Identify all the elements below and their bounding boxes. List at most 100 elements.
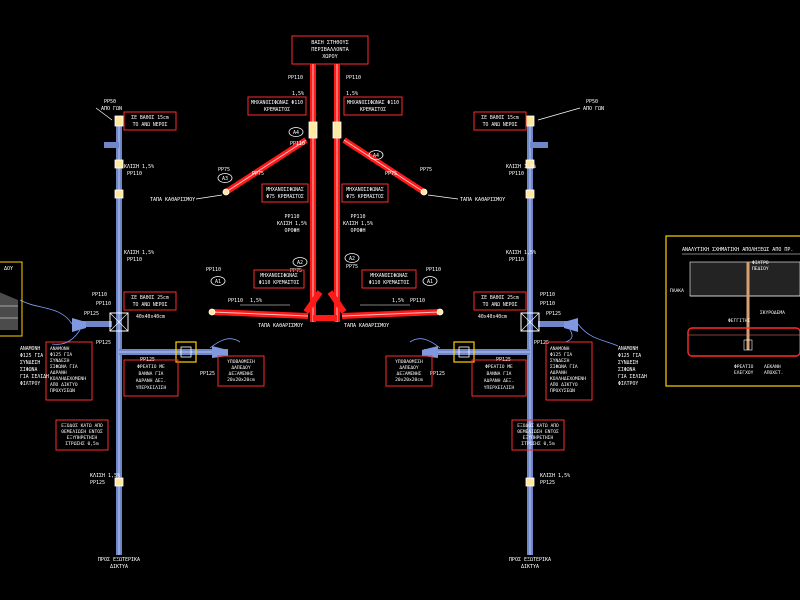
top-label-line-2: ΠΕΡΙΒΑΛΛΟΝΤΑ: [311, 47, 349, 53]
right-pp125-d: PP125: [430, 371, 445, 377]
left-collector-1: ΥΠΟΒΑΘΜΙΣΗ: [227, 359, 255, 365]
left-pp125-a: PP125: [84, 311, 99, 317]
pp75-a2-left: PP75: [290, 268, 302, 274]
left-slope1-1: ΚΛΙΣΗ 1,5%: [124, 164, 154, 170]
right-slope3-1: ΚΛΙΣΗ 1,5%: [540, 473, 570, 479]
right-rain-3: ΑΔΡΑΝΗ ΔΕΞ.: [484, 378, 514, 384]
center-pp75-left-2: PP75: [252, 171, 264, 177]
right-pp-top-2: ΑΠΟ ΓΩΝ: [583, 106, 604, 112]
center-pp75-left: PP75: [218, 167, 230, 173]
marker-a1-right: A1: [427, 279, 433, 285]
right-depth-mid-1: ΣΕ ΒΑΘΟΣ 25cm: [481, 295, 519, 301]
tapa-upper-left: ΤΑΠΑ ΚΑΘΑΡΙΣΜΟΥ: [150, 197, 195, 203]
left-conn-2: Φ125 ΓΙΑ: [50, 352, 72, 358]
pp110-lower-left-2: ΚΛΙΣΗ 1,5%: [277, 221, 307, 227]
left-conn-b-1: ΑΝΑΜΟΝΗ: [20, 346, 40, 352]
left-depth-mid-2: ΤΟ ΑΝΩ ΝΕΡΟΣ: [133, 302, 168, 308]
left-slope2-1: ΚΛΙΣΗ 1,5%: [124, 250, 154, 256]
right-conn-6: ΚΟΛΛΗΔΕΧΟΜΕΝΗ: [550, 376, 586, 382]
detail-panel: ΑΝΑΛΥΤΙΚΗ ΣΧΗΜΑΤΙΚΗ ΑΠΟΛΗΞΕΩΣ ΑΠΟ ΠΡ. ΦΙ…: [665, 235, 800, 387]
mech-low-right-1: ΜΗΧΑΝΟΣΙΦΩΝΑΣ: [370, 273, 408, 279]
detail-label-right: ΦΕΓΓΙΤΗΣ: [728, 318, 750, 324]
pp110-a1-left: PP110: [206, 267, 221, 273]
top-label-line-3: ΧΩΡΟΥ: [322, 54, 338, 60]
detail-label-bottom-right-2: ΑΠΟΧΕΤ.: [764, 370, 783, 376]
pp110-lower-left-3: ΟΡΟΦΗ: [284, 228, 299, 234]
mech-low-right-2: Φ110 ΚΡΕΜΑΣΤΟΣ: [369, 280, 410, 286]
mech-right-line-1: ΜΗΧΑΝΟΣΙΦΩΝΑΣ Φ110: [347, 100, 399, 106]
pp110-lower-right-1: PP110: [350, 214, 365, 220]
left-rain-3: ΑΔΡΑΝΗ ΔΕΞ.: [136, 378, 166, 384]
far-left-label: ΔΟΥ: [4, 266, 13, 272]
right-pp-top-1: PP50: [586, 99, 598, 105]
left-depth-top-1: ΣΕ ΒΑΘΟΣ 15cm: [131, 115, 169, 121]
left-depth-top-2: ΤΟ ΑΝΩ ΝΕΡΟΣ: [133, 122, 168, 128]
center-slope-right: 1,5%: [346, 91, 358, 97]
far-left-detail: ΔΟΥ: [0, 261, 23, 337]
mech75-right-line-1: ΜΗΧΑΝΟΣΙΦΩΝΑΣ: [346, 187, 384, 193]
right-conn-4: ΣΙΦΩΝΑ ΓΙΑ: [550, 364, 578, 370]
pp75-a2-right: PP75: [346, 264, 358, 270]
left-conn-7: ΑΠΟ ΔΙΚΤΥΟ: [50, 382, 78, 388]
left-bottom-1: ΠΡΟΣ ΕΞΩΤΕΡΙΚΑ: [98, 557, 140, 563]
left-conn-3: ΣΥΝΔΕΣΗ: [50, 358, 70, 364]
left-conn-6: ΚΟΛΛΗΔΕΧΟΜΕΝΗ: [50, 376, 86, 382]
detail-title: ΑΝΑΛΥΤΙΚΗ ΣΧΗΜΑΤΙΚΗ ΑΠΟΛΗΞΕΩΣ ΑΠΟ ΠΡ.: [682, 247, 793, 253]
left-exit-3: ΕΞΥΠΗΡΕΤΗΣΗ: [67, 435, 98, 441]
left-conn-b-3: ΣΥΝΔΕΣΗ: [20, 360, 40, 366]
detail-label-bottom-left-2: ΕΛΕΓΧΟΥ: [734, 370, 754, 376]
left-conn-8: ΠΡΟΧΥΣΕΩΝ: [50, 388, 75, 394]
right-conn-5: ΑΔΡΑΝΗ: [550, 370, 567, 376]
tapa-lower-left: ΤΑΠΑ ΚΑΘΑΡΙΣΜΟΥ: [258, 323, 303, 329]
left-pp-top-2: ΑΠΟ ΓΩΝ: [101, 106, 122, 112]
right-conn2-3: ΣΥΝΔΕΣΗ: [618, 360, 638, 366]
top-label-line-1: ΒΑΣΗ ΣΤΗΘΟΥΣ: [311, 40, 348, 46]
right-depth-mid-2: ΤΟ ΑΝΩ ΝΕΡΟΣ: [483, 302, 518, 308]
central-red-risers: [208, 64, 444, 322]
pp110-low-right: PP110: [410, 298, 425, 304]
right-slope1-1: ΚΛΙΣΗ 1,5%: [506, 164, 536, 170]
right-conn2-5: ΓΙΑ ΣΕΛΙΔΗ: [618, 374, 647, 380]
left-conn-5: ΑΔΡΑΝΗ: [50, 370, 67, 376]
left-depth-mid-1: ΣΕ ΒΑΘΟΣ 25cm: [131, 295, 169, 301]
left-rain-2: ΒΑΝΝΑ ΓΙΑ: [139, 371, 164, 377]
pp110-low-left: PP110: [228, 298, 243, 304]
right-collector-3: ΔΕΞΑΜΕΝΗΣ: [397, 371, 422, 377]
mech75-left-line-2: Φ75 ΚΡΕΜΑΣΤΟΣ: [266, 194, 304, 200]
marker-a4-left: A4: [293, 130, 299, 136]
left-rain-4: ΥΠΕΡΧΕΙΛΙΣΗ: [136, 385, 167, 391]
left-conn-b-2: Φ125 ΓΙΑ: [20, 353, 43, 359]
left-slope3-1: ΚΛΙΣΗ 1,5%: [90, 473, 120, 479]
left-riser-labels: PP50 ΑΠΟ ΓΩΝ ΣΕ ΒΑΘΟΣ 15cm ΤΟ ΑΝΩ ΝΕΡΟΣ …: [19, 99, 265, 570]
right-collector-2: ΔΑΠΕΔΟΥ: [399, 365, 419, 371]
left-conn-b-6: ΦΙΛΤΡΟΥ: [20, 381, 40, 387]
left-exit-4: ΣΤΡΩΣΗΣ 0,5m: [65, 441, 98, 447]
right-collector-1: ΥΠΟΒΑΘΜΙΣΗ: [395, 359, 423, 365]
pp110-a1-right: PP110: [426, 267, 441, 273]
center-labels: PP110 PP110 1,5% 1,5% ΜΗΧΑΝΟΣΙΦΩΝΑΣ Φ110…: [150, 75, 505, 329]
left-riser: [72, 115, 228, 555]
detail-label-bottom-left-1: ΦΡΕΑΤΙΟ: [734, 364, 754, 370]
right-conn-3: ΣΥΝΔΕΣΗ: [550, 358, 570, 364]
right-slope2-1: ΚΛΙΣΗ 1,5%: [506, 250, 536, 256]
right-slope1-2: PP110: [509, 171, 524, 177]
mech-low-left-1: ΜΗΧΑΝΟΣΙΦΩΝΑΣ: [260, 273, 298, 279]
right-bottom-2: ΔΙΚΤΥΑ: [521, 564, 539, 570]
right-depth-top-2: ΤΟ ΑΝΩ ΝΕΡΟΣ: [483, 122, 518, 128]
center-pp110-left: PP110: [288, 75, 303, 81]
left-slope2-2: PP110: [127, 257, 142, 263]
mech75-right-line-2: Φ75 ΚΡΕΜΑΣΤΟΣ: [346, 194, 384, 200]
right-conn-1: ΑΝΑΜΟΝΗ: [550, 346, 570, 352]
left-conn-b-4: ΣΙΦΩΝΑ: [20, 367, 37, 373]
right-pp125-b: PP125: [534, 340, 549, 346]
center-pp110-mid: PP110: [290, 141, 305, 147]
right-exit-4: ΣΤΡΩΣΗΣ 0,5m: [521, 441, 554, 447]
left-conn-b-5: ΓΙΑ ΣΕΛΙΔΗ: [20, 374, 49, 380]
right-pp110-b: PP110: [540, 301, 555, 307]
marker-a4-right: A4: [373, 153, 379, 159]
left-bottom-2: ΔΙΚΤΥΑ: [110, 564, 128, 570]
right-conn2-4: ΣΙΦΩΝΑ: [618, 367, 635, 373]
right-exit-2: ΘΕΜΕΛΙΩΣΗ ΕΝΤΟΣ: [517, 429, 559, 435]
left-exit-1: ΕΞΟΔΟΣ ΚΑΤΩ ΑΠΟ: [61, 423, 103, 429]
right-conn-8: ΠΡΟΧΥΣΕΩΝ: [550, 388, 575, 394]
